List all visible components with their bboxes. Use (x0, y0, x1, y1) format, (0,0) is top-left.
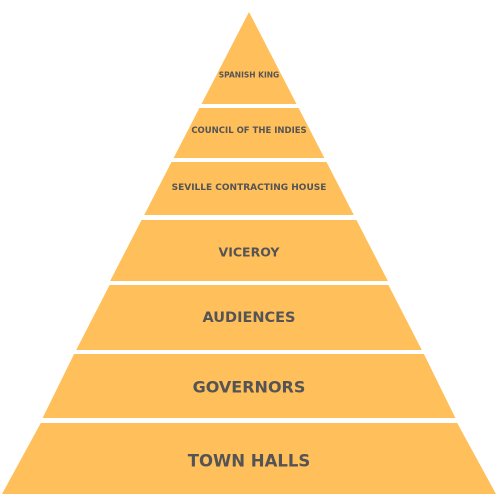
pyramid-tier-seville-contracting-house: SEVILLE CONTRACTING HOUSE (144, 162, 354, 215)
pyramid-tier-shape (201, 12, 297, 104)
pyramid-tier-shape (76, 285, 422, 350)
pyramid-tier-spanish-king: SPANISH KING (201, 12, 297, 104)
pyramid-tier-shape (173, 108, 325, 158)
pyramid-tier-label: TOWN HALLS (188, 452, 311, 471)
pyramid-tier-shape (144, 162, 354, 215)
pyramid-tier-council-of-the-indies: COUNCIL OF THE INDIES (173, 108, 325, 158)
pyramid-tier-governors: GOVERNORS (42, 354, 456, 418)
pyramid-tier-label: SPANISH KING (219, 71, 279, 80)
pyramid-tier-town-halls: TOWN HALLS (2, 423, 496, 494)
pyramid-tier-label: GOVERNORS (193, 378, 306, 397)
pyramid-tier-viceroy: VICEROY (110, 220, 388, 281)
pyramid-tier-audiences: AUDIENCES (76, 285, 422, 350)
pyramid-tier-label: SEVILLE CONTRACTING HOUSE (172, 183, 327, 193)
pyramid-tier-shape (110, 220, 388, 281)
pyramid-tier-shape (42, 354, 456, 418)
pyramid-tier-label: COUNCIL OF THE INDIES (191, 126, 306, 136)
pyramid-tier-shape (2, 423, 496, 494)
pyramid-tier-label: VICEROY (219, 245, 281, 260)
pyramid-tier-label: AUDIENCES (202, 310, 295, 326)
